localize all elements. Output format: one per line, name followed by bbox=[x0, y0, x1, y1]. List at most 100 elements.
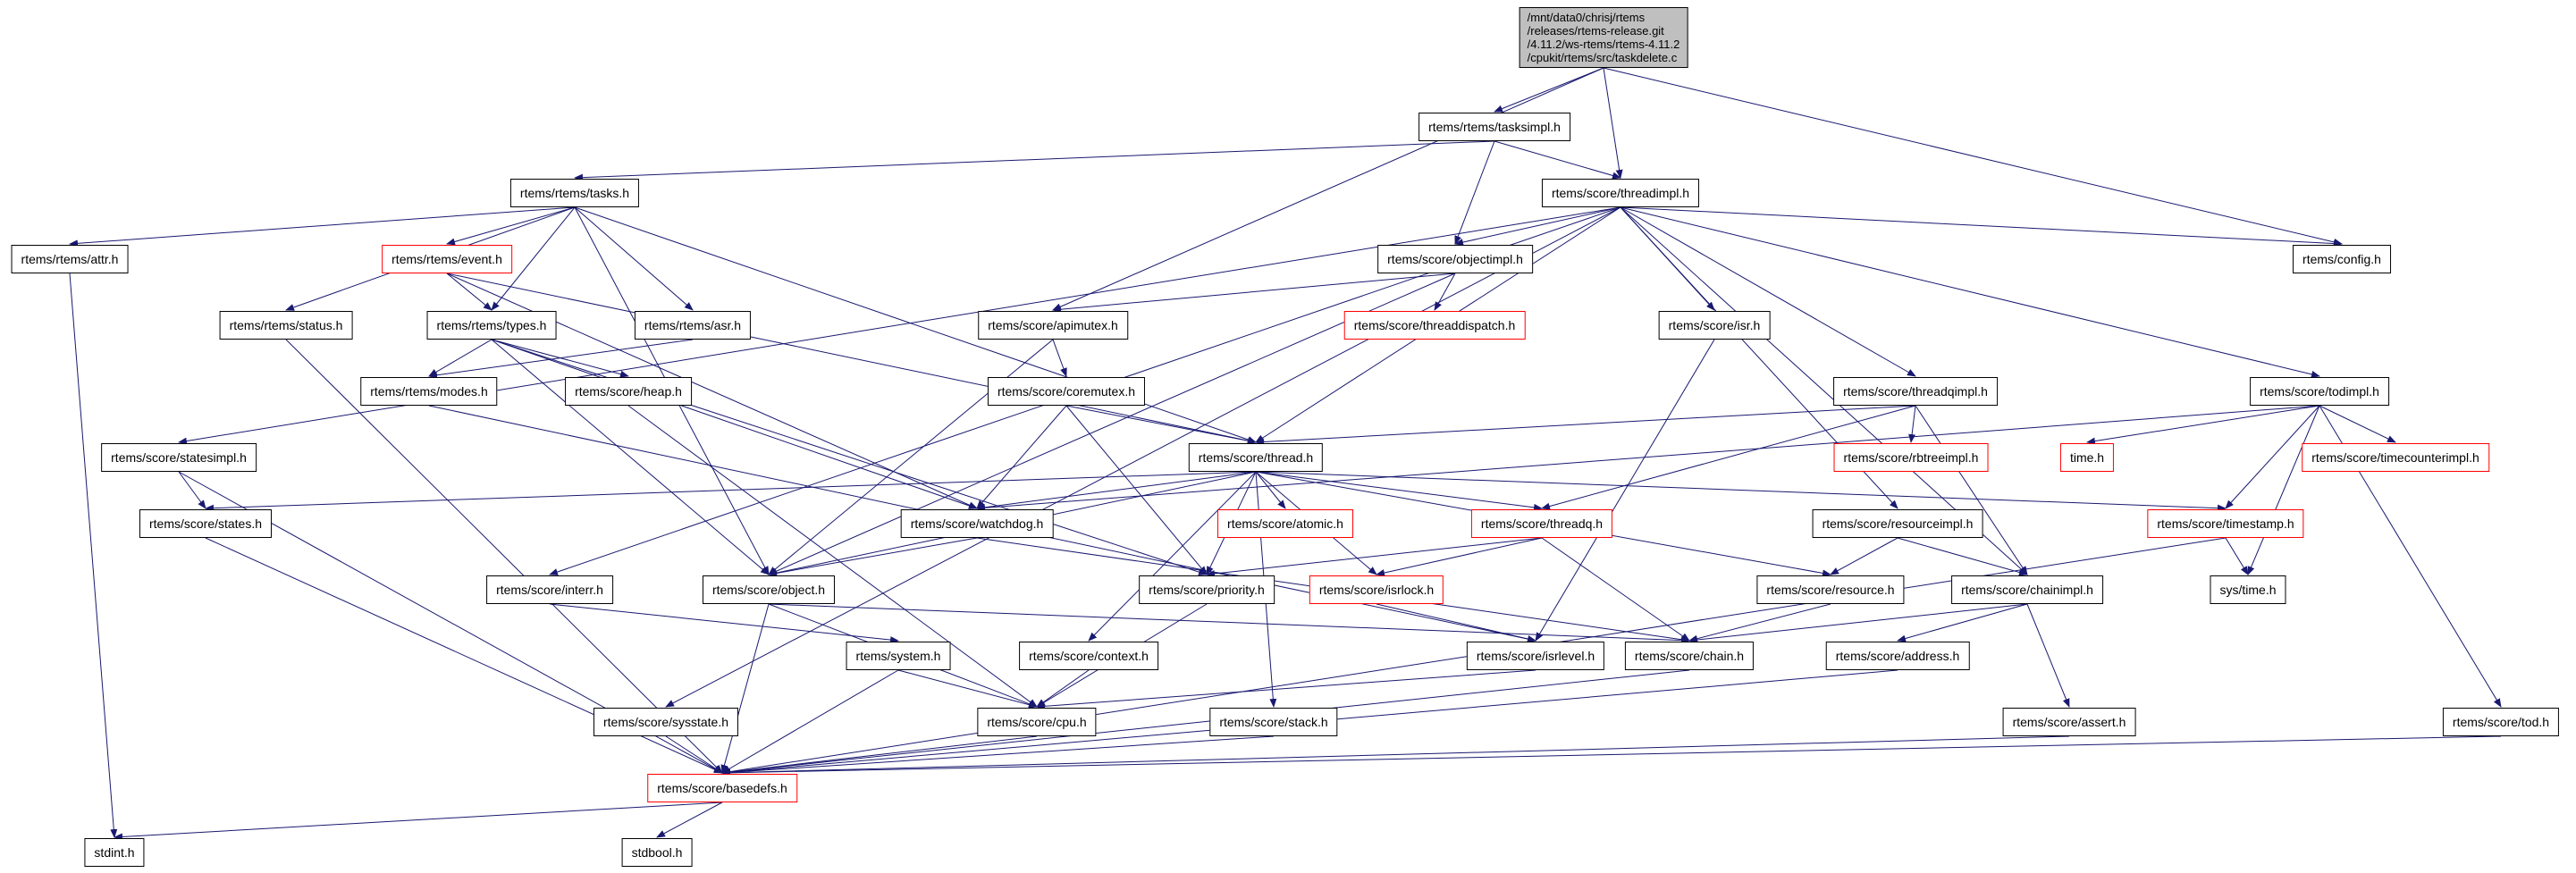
graph-node-threadq[interactable]: rtems/score/threadq.h bbox=[1470, 509, 1613, 538]
graph-node-tasksimpl[interactable]: rtems/rtems/tasksimpl.h bbox=[1418, 113, 1570, 141]
include-edge-objectimpl-threaddispatch bbox=[1434, 273, 1456, 311]
include-edge-resourceimpl-chainimpl bbox=[1897, 537, 2028, 576]
include-edge-objectimpl-apimutex bbox=[1052, 273, 1456, 314]
graph-node-isrlevel[interactable]: rtems/score/isrlevel.h bbox=[1466, 642, 1605, 670]
include-edge-tasks-attr bbox=[69, 206, 576, 248]
graph-node-stdint[interactable]: stdint.h bbox=[84, 838, 145, 867]
graph-node-label: rtems/score/threadqimpl.h bbox=[1843, 384, 1988, 399]
graph-node-object[interactable]: rtems/score/object.h bbox=[702, 575, 836, 604]
include-edge-thread-context bbox=[1088, 471, 1257, 642]
graph-node-resource[interactable]: rtems/score/resource.h bbox=[1756, 575, 1905, 604]
graph-node-label: rtems/score/sysstate.h bbox=[602, 715, 729, 729]
include-edge-threadq-chain bbox=[1541, 537, 1690, 642]
graph-node-label: rtems/score/apimutex.h bbox=[988, 318, 1118, 332]
graph-node-stack[interactable]: rtems/score/stack.h bbox=[1209, 708, 1338, 736]
graph-node-status[interactable]: rtems/rtems/status.h bbox=[219, 311, 353, 340]
include-edge-thread-atomic bbox=[1255, 471, 1286, 509]
include-edge-todimpl-timestamp bbox=[2225, 405, 2320, 509]
graph-node-label: rtems/score/priority.h bbox=[1149, 583, 1265, 597]
include-edge-thread-watchdog bbox=[976, 471, 1257, 511]
graph-node-context[interactable]: rtems/score/context.h bbox=[1019, 642, 1158, 670]
graph-node-heap[interactable]: rtems/score/heap.h bbox=[565, 377, 692, 406]
include-edge-tasksimpl-objectimpl bbox=[1454, 140, 1495, 245]
graph-node-label: rtems/score/objectimpl.h bbox=[1387, 252, 1523, 266]
include-edge-tasks-event bbox=[446, 206, 576, 246]
graph-node-apimutex[interactable]: rtems/score/apimutex.h bbox=[978, 311, 1128, 340]
include-edge-threadq-isrlock bbox=[1376, 537, 1543, 576]
graph-node-timestamp[interactable]: rtems/score/timestamp.h bbox=[2147, 509, 2304, 538]
graph-node-label: rtems/system.h bbox=[855, 649, 941, 663]
graph-node-isrlock[interactable]: rtems/score/isrlock.h bbox=[1309, 575, 1444, 604]
graph-node-types[interactable]: rtems/rtems/types.h bbox=[426, 311, 557, 340]
graph-node-priority[interactable]: rtems/score/priority.h bbox=[1139, 575, 1275, 604]
graph-node-basedefs[interactable]: rtems/score/basedefs.h bbox=[647, 774, 797, 802]
graph-node-sysstate[interactable]: rtems/score/sysstate.h bbox=[593, 708, 739, 736]
graph-node-asr[interactable]: rtems/rtems/asr.h bbox=[634, 311, 752, 340]
graph-node-todimpl[interactable]: rtems/score/todimpl.h bbox=[2250, 377, 2389, 406]
include-edge-chainimpl-address bbox=[1897, 603, 2028, 642]
include-edge-apimutex-object bbox=[768, 339, 1054, 575]
graph-node-interr[interactable]: rtems/score/interr.h bbox=[486, 575, 613, 604]
graph-node-threadimpl[interactable]: rtems/score/threadimpl.h bbox=[1541, 179, 1700, 207]
graph-node-label: rtems/score/isrlock.h bbox=[1318, 583, 1435, 597]
graph-node-label: rtems/score/timecounterimpl.h bbox=[2311, 450, 2479, 465]
graph-node-address[interactable]: rtems/score/address.h bbox=[1825, 642, 1970, 670]
graph-node-label: rtems/score/chain.h bbox=[1634, 649, 1745, 663]
graph-node-coremutex[interactable]: rtems/score/coremutex.h bbox=[987, 377, 1146, 406]
include-edge-threadqimpl-thread bbox=[1255, 405, 1916, 446]
graph-node-main[interactable]: /mnt/data0/chrisj/rtems/releases/rtems-r… bbox=[1519, 7, 1688, 68]
graph-node-threaddispatch[interactable]: rtems/score/threaddispatch.h bbox=[1343, 311, 1526, 340]
graph-node-timecounterimpl[interactable]: rtems/score/timecounterimpl.h bbox=[2302, 443, 2489, 472]
graph-node-chainimpl[interactable]: rtems/score/chainimpl.h bbox=[1951, 575, 2103, 604]
graph-node-cpu[interactable]: rtems/score/cpu.h bbox=[977, 708, 1097, 736]
graph-node-isr[interactable]: rtems/score/isr.h bbox=[1658, 311, 1771, 340]
graph-node-label: rtems/score/interr.h bbox=[496, 583, 603, 597]
include-edge-status-basedefs bbox=[285, 339, 723, 774]
graph-node-modes[interactable]: rtems/rtems/modes.h bbox=[360, 377, 498, 406]
graph-node-statesimpl[interactable]: rtems/score/statesimpl.h bbox=[101, 443, 257, 472]
graph-node-chain[interactable]: rtems/score/chain.h bbox=[1624, 642, 1755, 670]
graph-node-tasks[interactable]: rtems/rtems/tasks.h bbox=[509, 179, 640, 207]
graph-node-assert[interactable]: rtems/score/assert.h bbox=[2002, 708, 2136, 736]
graph-node-label: rtems/score/watchdog.h bbox=[910, 516, 1044, 531]
graph-node-states[interactable]: rtems/score/states.h bbox=[139, 509, 273, 538]
graph-node-label: /mnt/data0/chrisj/rtems bbox=[1527, 11, 1646, 24]
graph-node-stdbool[interactable]: stdbool.h bbox=[621, 838, 693, 867]
include-edge-stack-basedefs bbox=[721, 735, 1275, 776]
graph-node-thread[interactable]: rtems/score/thread.h bbox=[1188, 443, 1324, 472]
include-edge-todimpl-watchdog bbox=[976, 405, 2320, 512]
include-edge-todimpl-systime bbox=[2247, 405, 2320, 575]
graph-node-threadqimpl[interactable]: rtems/score/threadqimpl.h bbox=[1833, 377, 1998, 406]
graph-node-label: rtems/config.h bbox=[2302, 252, 2381, 266]
graph-node-label: rtems/score/todimpl.h bbox=[2260, 384, 2379, 399]
include-edge-resourceimpl-resource bbox=[1830, 537, 1898, 575]
graph-node-systime[interactable]: sys/time.h bbox=[2210, 575, 2286, 604]
graph-node-rbtreeimpl[interactable]: rtems/score/rbtreeimpl.h bbox=[1833, 443, 1989, 472]
include-edge-coremutex-watchdog bbox=[976, 405, 1067, 509]
include-edge-isrlock-isrlevel bbox=[1376, 603, 1536, 642]
include-edge-main-config bbox=[1603, 67, 2343, 246]
include-edge-chainimpl-assert bbox=[2026, 603, 2070, 708]
include-edge-threadimpl-todimpl bbox=[1620, 206, 2320, 378]
include-edge-cpu-basedefs bbox=[721, 735, 1038, 776]
graph-node-label: time.h bbox=[2069, 450, 2105, 465]
graph-node-system[interactable]: rtems/system.h bbox=[846, 642, 951, 670]
graph-node-event[interactable]: rtems/rtems/event.h bbox=[382, 245, 512, 273]
graph-node-config[interactable]: rtems/config.h bbox=[2293, 245, 2391, 273]
include-edge-tod-basedefs bbox=[721, 735, 2502, 776]
graph-node-atomic[interactable]: rtems/score/atomic.h bbox=[1217, 509, 1353, 538]
graph-node-label: rtems/score/rbtreeimpl.h bbox=[1843, 450, 1979, 465]
graph-node-attr[interactable]: rtems/rtems/attr.h bbox=[11, 245, 129, 273]
graph-node-tod[interactable]: rtems/score/tod.h bbox=[2442, 708, 2560, 736]
include-edge-sysstate-basedefs bbox=[665, 735, 723, 774]
include-edge-types-watchdog bbox=[491, 339, 978, 509]
graph-node-objectimpl[interactable]: rtems/score/objectimpl.h bbox=[1377, 245, 1533, 273]
graph-node-time[interactable]: time.h bbox=[2059, 443, 2115, 472]
include-edge-thread-timestamp bbox=[1255, 471, 2227, 512]
include-edge-main-threadimpl bbox=[1603, 67, 1623, 179]
graph-node-watchdog[interactable]: rtems/score/watchdog.h bbox=[900, 509, 1054, 538]
graph-node-label: rtems/score/thread.h bbox=[1198, 450, 1314, 465]
graph-node-resourceimpl[interactable]: rtems/score/resourceimpl.h bbox=[1812, 509, 1983, 538]
include-edge-statesimpl-states bbox=[178, 471, 206, 509]
